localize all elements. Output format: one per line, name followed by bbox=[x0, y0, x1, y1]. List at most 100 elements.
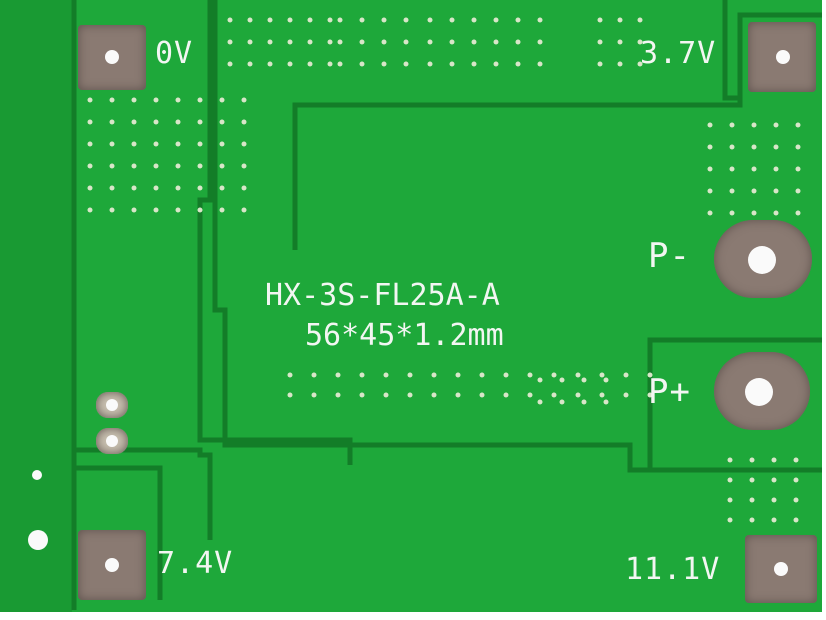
via bbox=[381, 61, 387, 67]
board-edge-strip bbox=[0, 0, 72, 612]
via bbox=[287, 17, 293, 23]
via bbox=[455, 392, 461, 398]
label-p-plus: P+ bbox=[648, 372, 691, 412]
via bbox=[449, 61, 455, 67]
via bbox=[707, 188, 713, 194]
via bbox=[267, 39, 273, 45]
via bbox=[727, 497, 733, 503]
via bbox=[637, 17, 643, 23]
via bbox=[287, 372, 293, 378]
via bbox=[771, 517, 777, 523]
via bbox=[131, 207, 137, 213]
via bbox=[109, 141, 115, 147]
via bbox=[175, 185, 181, 191]
via bbox=[109, 207, 115, 213]
via bbox=[227, 39, 233, 45]
via bbox=[197, 141, 203, 147]
via bbox=[603, 377, 609, 383]
via bbox=[793, 457, 799, 463]
via bbox=[795, 210, 801, 216]
via bbox=[175, 119, 181, 125]
via bbox=[647, 392, 653, 398]
via bbox=[771, 477, 777, 483]
via bbox=[427, 39, 433, 45]
via bbox=[337, 39, 343, 45]
via bbox=[773, 166, 779, 172]
via bbox=[219, 185, 225, 191]
via bbox=[87, 163, 93, 169]
via bbox=[771, 497, 777, 503]
via bbox=[431, 372, 437, 378]
via bbox=[707, 122, 713, 128]
test-pad-2-hole bbox=[106, 435, 118, 447]
via bbox=[559, 399, 565, 405]
via bbox=[471, 17, 477, 23]
via bbox=[267, 17, 273, 23]
via bbox=[603, 399, 609, 405]
via bbox=[241, 141, 247, 147]
pad-7-4v-hole bbox=[105, 558, 119, 572]
via-dots bbox=[87, 17, 801, 523]
pad-p-minus-hole bbox=[748, 246, 776, 274]
via bbox=[109, 119, 115, 125]
via bbox=[219, 163, 225, 169]
via bbox=[771, 457, 777, 463]
via bbox=[749, 497, 755, 503]
via bbox=[403, 61, 409, 67]
test-pad-1-hole bbox=[106, 399, 118, 411]
via bbox=[729, 188, 735, 194]
via bbox=[581, 399, 587, 405]
via bbox=[153, 185, 159, 191]
via bbox=[359, 372, 365, 378]
via bbox=[335, 372, 341, 378]
via bbox=[87, 97, 93, 103]
via bbox=[407, 372, 413, 378]
via bbox=[227, 61, 233, 67]
via bbox=[381, 17, 387, 23]
via bbox=[197, 119, 203, 125]
via bbox=[247, 61, 253, 67]
via bbox=[795, 188, 801, 194]
via bbox=[795, 122, 801, 128]
via bbox=[551, 392, 557, 398]
via bbox=[197, 163, 203, 169]
via bbox=[597, 61, 603, 67]
via bbox=[751, 188, 757, 194]
via bbox=[617, 17, 623, 23]
via bbox=[403, 17, 409, 23]
via bbox=[795, 144, 801, 150]
via bbox=[219, 97, 225, 103]
via bbox=[175, 141, 181, 147]
via bbox=[537, 39, 543, 45]
via bbox=[537, 399, 543, 405]
board-model: HX-3S-FL25A-A bbox=[265, 278, 500, 313]
via bbox=[493, 17, 499, 23]
via bbox=[471, 61, 477, 67]
via bbox=[241, 163, 247, 169]
via bbox=[597, 17, 603, 23]
pad-0v-hole bbox=[105, 50, 119, 64]
pad-p-plus-hole bbox=[745, 378, 773, 406]
label-7-4v: 7.4V bbox=[157, 546, 234, 581]
via bbox=[773, 144, 779, 150]
via bbox=[197, 97, 203, 103]
via bbox=[403, 39, 409, 45]
via bbox=[359, 61, 365, 67]
via bbox=[515, 39, 521, 45]
via bbox=[727, 477, 733, 483]
via bbox=[109, 163, 115, 169]
via bbox=[581, 377, 587, 383]
via bbox=[793, 517, 799, 523]
via bbox=[751, 210, 757, 216]
via bbox=[153, 207, 159, 213]
via bbox=[455, 372, 461, 378]
via bbox=[87, 119, 93, 125]
via bbox=[109, 185, 115, 191]
label-p-minus: P- bbox=[648, 236, 691, 276]
via bbox=[383, 372, 389, 378]
via bbox=[623, 372, 629, 378]
via bbox=[751, 166, 757, 172]
via bbox=[287, 61, 293, 67]
